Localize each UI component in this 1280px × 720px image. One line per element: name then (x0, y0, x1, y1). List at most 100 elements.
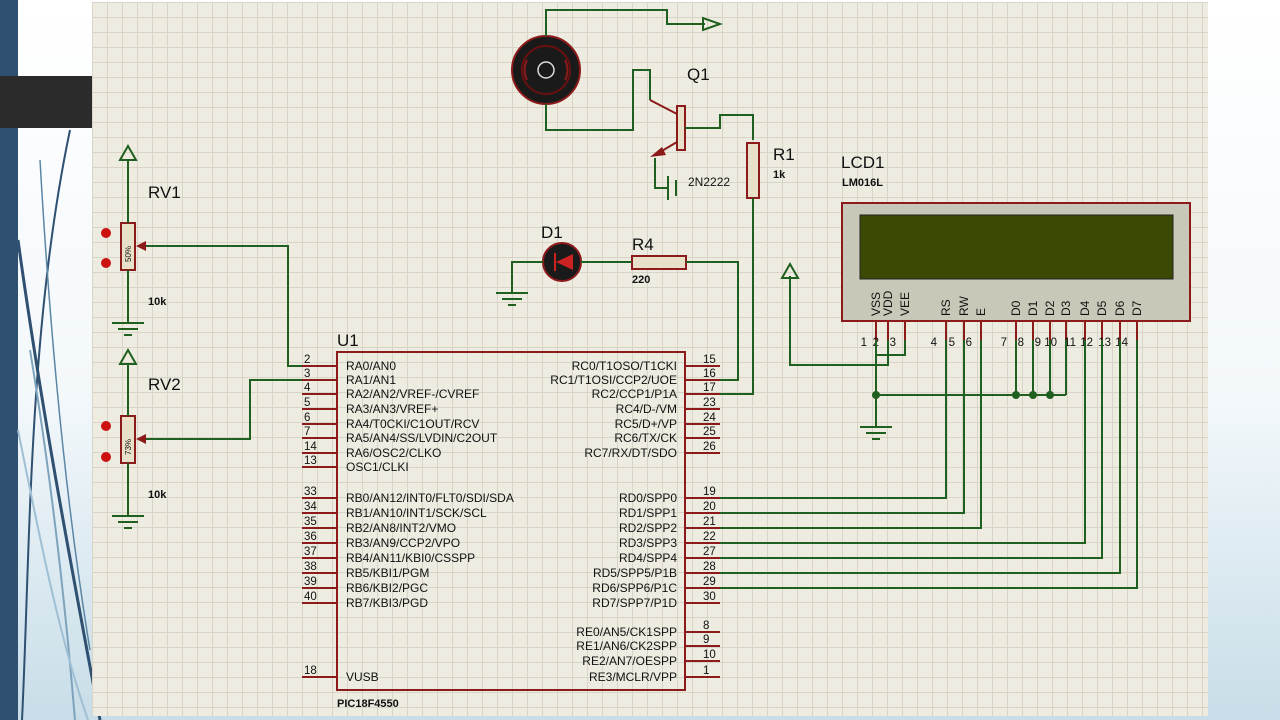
u1-pin-number: 40 (304, 591, 317, 603)
u1-pin-number: 38 (304, 561, 317, 573)
r1-ref-label: R1 (773, 145, 795, 164)
u1-pin-number: 10 (703, 649, 716, 661)
rv2-setting-label: 73% (124, 439, 133, 455)
lcd-pin-name: VSS (869, 292, 883, 316)
u1-right-pins: 15RC0/T1OSO/T1CKI16RC1/T1OSI/CCP2/UOE17R… (550, 354, 720, 684)
u1-pin-name: RD7/SPP7/P1D (592, 596, 677, 610)
u1-pin-name: RA6/OSC2/CLKO (346, 446, 441, 460)
u1-pin-name: RC7/RX/DT/SDO (584, 446, 677, 460)
u1-pin-number: 9 (703, 634, 709, 646)
rv1-terminal-a[interactable] (101, 228, 111, 238)
lcd-pin-name: D6 (1113, 300, 1127, 316)
u1-pin-number: 5 (304, 397, 310, 409)
u1-body (336, 351, 686, 691)
u1-pin-number: 34 (304, 501, 317, 513)
lcd-pin-name: RW (957, 296, 971, 316)
u1-pin-name: RA4/T0CKI/C1OUT/RCV (346, 417, 479, 431)
ground-symbol-lcd (860, 426, 892, 440)
u1-pin-number: 29 (703, 576, 716, 588)
lcd-pin-name: VEE (898, 292, 912, 316)
rv1-value-label: 10k (148, 296, 167, 308)
u1-pin-name: RA3/AN3/VREF+ (346, 402, 438, 416)
power-arrow-lcd (780, 261, 800, 279)
lcd-pin-name: D2 (1043, 300, 1057, 316)
rv1-ref-label: RV1 (148, 183, 181, 202)
lcd-pin-name: D7 (1130, 300, 1144, 316)
u1-pin-number: 23 (703, 397, 716, 409)
lcd-pin-number: 12 (1080, 337, 1093, 349)
slide-left-bar (0, 0, 18, 720)
u1-pin-name: VUSB (346, 670, 379, 684)
rv1-terminal-b[interactable] (101, 258, 111, 268)
u1-pin-number: 17 (703, 382, 716, 394)
lcd1-part-label: LM016L (842, 177, 883, 189)
u1-part-label: PIC18F4550 (337, 698, 399, 710)
lcd-pin-number: 6 (966, 337, 972, 349)
u1-pin-number: 18 (304, 665, 317, 677)
lcd1-screen (859, 214, 1174, 280)
u1-pin-number: 16 (703, 368, 716, 380)
lcd-pin-number: 11 (1064, 337, 1076, 349)
u1-pin-number: 25 (703, 426, 716, 438)
lcd-pin-name: RS (939, 299, 953, 316)
u1-pin-name: RB7/KBI3/PGD (346, 596, 428, 610)
lcd-pin-number: 8 (1018, 337, 1024, 349)
rv2-terminal-a[interactable] (101, 421, 111, 431)
u1-pin-name: RD3/SPP3 (619, 536, 677, 550)
lcd-pin-name: D5 (1095, 300, 1109, 316)
r4-resistor[interactable]: R4 220 (631, 235, 687, 286)
lcd-power-wires (780, 261, 1067, 440)
u1-pin-name: RE3/MCLR/VPP (589, 670, 677, 684)
ground-symbol-led (496, 292, 528, 306)
u1-pin-name: RB6/KBI2/PGC (346, 581, 428, 595)
lcd-pin-number: 4 (931, 337, 938, 349)
u1-pin-number: 35 (304, 516, 317, 528)
u1-pin-name: RA2/AN2/VREF-/CVREF (346, 387, 479, 401)
rv2-value-label: 10k (148, 489, 167, 501)
r1-value-label: 1k (773, 169, 786, 181)
u1-pin-name: RD2/SPP2 (619, 521, 677, 535)
r1-to-rc2-wire (720, 198, 754, 395)
lcd1-display[interactable]: LCD1 LM016L 1VSS2VDD3VEE4RS5RW6E7D08D19D… (841, 153, 1191, 349)
u1-pin-number: 2 (304, 354, 310, 366)
u1-pin-name: RC6/TX/CK (614, 431, 677, 445)
buzzer-motor[interactable] (511, 35, 581, 105)
u1-pin-name: RD4/SPP4 (619, 551, 677, 565)
u1-pin-number: 36 (304, 531, 317, 543)
u1-pin-number: 1 (703, 665, 709, 677)
u1-pin-name: RA1/AN1 (346, 373, 396, 387)
rv1-wires (112, 143, 302, 367)
lcd-pin-number: 5 (949, 337, 955, 349)
u1-pin-number: 6 (304, 412, 310, 424)
q1-transistor[interactable]: Q1 2N2222 (649, 65, 730, 189)
rv1-setting-label: 50% (124, 246, 133, 262)
u1-pin-name: RA5/AN4/SS/LVDIN/C2OUT (346, 431, 498, 445)
u1-pin-name: RB1/AN10/INT1/SCK/SCL (346, 506, 487, 520)
u1-pin-name: RC1/T1OSI/CCP2/UOE (550, 373, 677, 387)
u1-pin-name: RD6/SPP6/P1C (592, 581, 677, 595)
u1-pin-number: 22 (703, 531, 716, 543)
rv2-terminal-b[interactable] (101, 452, 111, 462)
d1-led[interactable]: D1 (541, 223, 582, 282)
lcd-pin-name: D4 (1078, 300, 1092, 316)
u1-pin-number: 20 (703, 501, 716, 513)
rv1-potentiometer[interactable]: RV1 50% 10k (101, 183, 181, 308)
lcd1-ref-label: LCD1 (841, 153, 884, 172)
slide-dark-tab (0, 76, 92, 128)
u1-pin-name: RE2/AN7/OESPP (582, 654, 677, 668)
u1-pin-number: 37 (304, 546, 317, 558)
u1-pin-name: RC0/T1OSO/T1CKI (572, 359, 677, 373)
u1-pin-name: RC4/D-/VM (616, 402, 677, 416)
u1-pin-name: RD5/SPP5/P1B (593, 566, 677, 580)
r1-resistor[interactable]: R1 1k (746, 142, 795, 199)
u1-pin-name: RD0/SPP0 (619, 491, 677, 505)
u1-pin-name: RC5/D+/VP (615, 417, 677, 431)
u1-pin-number: 27 (703, 546, 716, 558)
q1-ref-label: Q1 (687, 65, 710, 84)
r4-value-label: 220 (632, 274, 650, 286)
lcd-pin-name: E (974, 308, 988, 316)
u1-pin-number: 26 (703, 441, 716, 453)
